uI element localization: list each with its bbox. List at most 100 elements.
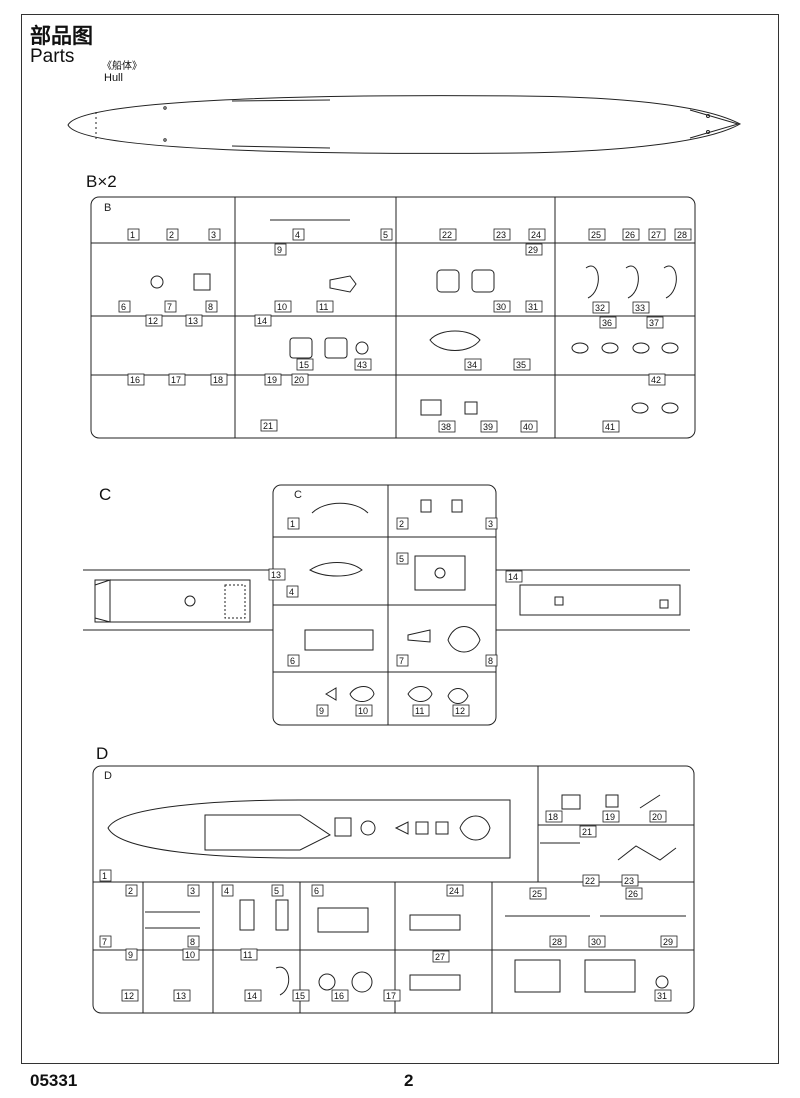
sprue-d-letter: D — [104, 770, 112, 782]
part-number-box — [355, 704, 373, 717]
sprue-b-parts — [150, 219, 679, 416]
part-number: 12 — [124, 991, 134, 1001]
part-number-box — [187, 935, 200, 948]
part-number-box — [121, 989, 139, 1002]
part-number: 40 — [523, 422, 533, 432]
part-number-box — [485, 517, 498, 530]
part-number-box — [182, 948, 200, 961]
part-number: 31 — [657, 991, 667, 1001]
part-number-box — [632, 301, 650, 314]
part-number: 39 — [483, 422, 493, 432]
part-number: 11 — [243, 950, 252, 960]
part-number: 26 — [625, 230, 635, 240]
part-number-box — [588, 935, 606, 948]
part-number: 17 — [171, 375, 181, 385]
part-number-box — [221, 884, 234, 897]
part-number: 37 — [649, 318, 659, 328]
part-number-box — [621, 874, 639, 887]
part-number-box — [127, 373, 145, 386]
part-number-box — [529, 887, 547, 900]
part-number: 13 — [176, 991, 186, 1001]
part-number-box — [274, 243, 287, 256]
part-number-box — [674, 228, 692, 241]
part-number: 25 — [532, 889, 542, 899]
sprue-c-frame — [83, 484, 690, 726]
part-number: 1 — [290, 519, 295, 529]
part-number: 27 — [651, 230, 661, 240]
part-number-box — [622, 228, 640, 241]
part-number-box — [588, 228, 606, 241]
part-number: 10 — [358, 706, 368, 716]
part-number: 12 — [148, 316, 158, 326]
part-number-box — [649, 810, 667, 823]
part-number: 5 — [274, 886, 279, 896]
part-number: 16 — [130, 375, 140, 385]
part-number: 23 — [624, 876, 634, 886]
part-number: 19 — [267, 375, 277, 385]
part-number-box — [125, 948, 138, 961]
part-number: 15 — [295, 991, 305, 1001]
part-number-box — [602, 420, 620, 433]
part-number: 18 — [213, 375, 223, 385]
part-number-box — [654, 989, 672, 1002]
part-number-box — [549, 935, 567, 948]
part-number-box — [592, 301, 610, 314]
sprue-c-heading: C — [99, 485, 112, 504]
part-number: 9 — [277, 245, 282, 255]
part-number-box — [271, 884, 284, 897]
part-number-box — [274, 300, 292, 313]
part-number: 9 — [319, 706, 324, 716]
part-number-box — [268, 568, 286, 581]
part-number: 25 — [591, 230, 601, 240]
part-number-box — [168, 373, 186, 386]
part-number-box — [287, 654, 300, 667]
part-number: 24 — [449, 886, 459, 896]
part-number-box — [125, 884, 138, 897]
part-number-box — [316, 300, 334, 313]
part-number-box — [528, 228, 546, 241]
part-number-box — [244, 989, 262, 1002]
part-number: 7 — [102, 937, 107, 947]
part-number: 30 — [591, 937, 601, 947]
part-number-box — [412, 704, 430, 717]
part-number: 6 — [290, 656, 295, 666]
part-number-box — [380, 228, 393, 241]
part-number-box — [264, 373, 282, 386]
hull-label-cn: 《船体》 — [102, 61, 142, 72]
part-number: 10 — [185, 950, 195, 960]
part-number-box — [145, 314, 163, 327]
part-number-box — [354, 358, 372, 371]
part-number-box — [452, 704, 470, 717]
part-number-box — [513, 358, 531, 371]
part-number-box — [254, 314, 272, 327]
part-number: 26 — [628, 889, 638, 899]
part-number-box — [311, 884, 324, 897]
part-number-box — [599, 316, 617, 329]
part-number: 14 — [247, 991, 257, 1001]
part-number: 33 — [635, 303, 645, 313]
part-number: 3 — [488, 519, 493, 529]
part-number: 30 — [496, 302, 506, 312]
part-number-box — [648, 373, 666, 386]
part-number: 14 — [508, 572, 518, 582]
part-number-box — [520, 420, 538, 433]
part-number: 7 — [167, 302, 172, 312]
part-number: 28 — [552, 937, 562, 947]
page-frame — [21, 14, 779, 1064]
part-number-box — [464, 358, 482, 371]
part-number: 22 — [442, 230, 452, 240]
sprue-d-parts — [107, 794, 686, 996]
part-number-box — [166, 228, 179, 241]
part-number: 3 — [190, 886, 195, 896]
part-number: 10 — [277, 302, 287, 312]
part-number: 4 — [289, 587, 294, 597]
part-number: 43 — [357, 360, 367, 370]
part-number-box — [99, 869, 112, 882]
part-number-box — [260, 419, 278, 432]
part-number: 6 — [314, 886, 319, 896]
part-number-box — [525, 300, 543, 313]
part-number-box — [602, 810, 620, 823]
sprue-b-heading: B×2 — [86, 172, 117, 191]
